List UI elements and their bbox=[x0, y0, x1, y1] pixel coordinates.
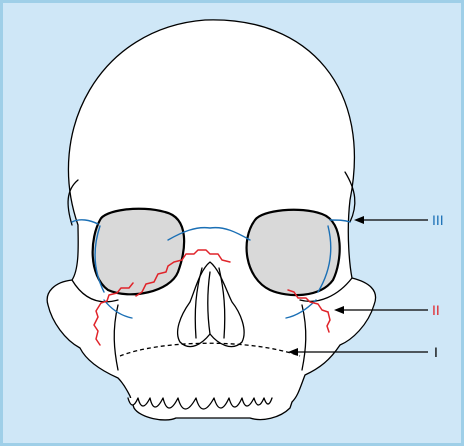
right-orbit bbox=[247, 210, 340, 295]
fracture-label-i: I bbox=[434, 344, 438, 360]
fracture-label-ii: II bbox=[432, 302, 440, 318]
skull-drawing bbox=[47, 20, 375, 420]
fracture-label-iii: III bbox=[432, 212, 444, 228]
left-orbit bbox=[93, 209, 184, 295]
